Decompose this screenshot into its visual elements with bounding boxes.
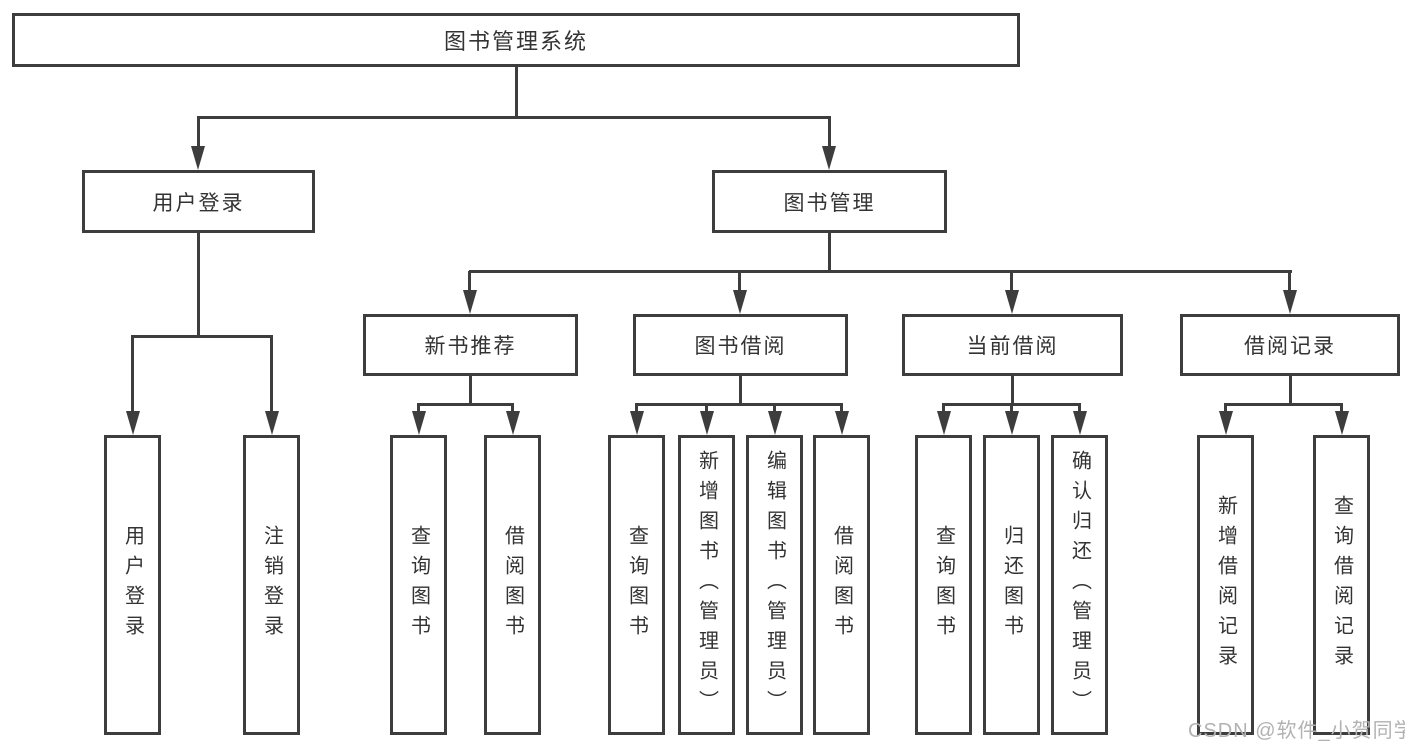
line-segment: [739, 376, 742, 404]
leaf-label: 新增借阅记录: [1214, 495, 1237, 675]
line-segment: [270, 336, 273, 412]
leaf-logout: 注销登录: [243, 435, 300, 735]
leaf-add-book-admin: 新增图书（管理员）: [678, 435, 735, 735]
node-current-borrow: 当前借阅: [902, 314, 1123, 376]
line-segment: [1010, 271, 1013, 291]
arrow-down-icon: [768, 411, 782, 435]
arrow-down-icon: [835, 411, 849, 435]
node-library-management-system: 图书管理系统: [12, 13, 1020, 67]
line-segment: [1010, 404, 1013, 412]
leaf-label: 编辑图书（管理员）: [763, 450, 786, 720]
leaf-label: 注销登录: [260, 525, 283, 645]
arrow-down-icon: [822, 146, 836, 170]
arrow-down-icon: [1219, 411, 1233, 435]
line-segment: [773, 404, 776, 412]
node-label: 图书管理系统: [443, 29, 588, 54]
line-segment: [635, 403, 843, 406]
line-segment: [1224, 403, 1343, 406]
line-segment: [417, 404, 420, 412]
leaf-label: 用户登录: [121, 525, 144, 645]
line-segment: [197, 116, 831, 119]
line-segment: [1078, 404, 1081, 412]
csdn-watermark: CSDN @软件_小贺同学: [1188, 720, 1405, 742]
node-label: 借阅记录: [1244, 335, 1336, 358]
line-segment: [197, 117, 200, 147]
leaf-return-books: 归还图书: [983, 435, 1040, 735]
line-segment: [1289, 376, 1292, 404]
node-label: 图书管理: [783, 191, 876, 215]
arrow-down-icon: [506, 411, 520, 435]
leaf-label: 查询图书: [625, 525, 648, 645]
leaf-label: 确认归还（管理员）: [1068, 450, 1091, 720]
leaf-add-borrow-record: 新增借阅记录: [1197, 435, 1254, 735]
arrow-down-icon: [1335, 411, 1349, 435]
leaf-label: 借阅图书: [830, 525, 853, 645]
node-new-book-recommend: 新书推荐: [363, 314, 578, 376]
leaf-label: 查询借阅记录: [1330, 495, 1353, 675]
leaf-label: 新增图书（管理员）: [695, 450, 718, 720]
leaf-edit-book-admin: 编辑图书（管理员）: [746, 435, 803, 735]
line-segment: [738, 271, 741, 291]
arrow-down-icon: [1283, 290, 1297, 314]
line-segment: [1340, 404, 1343, 412]
arrow-down-icon: [1005, 290, 1019, 314]
line-segment: [131, 335, 273, 338]
line-segment: [705, 404, 708, 412]
arrow-down-icon: [1005, 411, 1019, 435]
arrow-down-icon: [937, 411, 951, 435]
leaf-borrow-books-recommend: 借阅图书: [484, 435, 541, 735]
line-segment: [468, 271, 471, 291]
arrow-down-icon: [463, 290, 477, 314]
leaf-label: 借阅图书: [501, 525, 524, 645]
node-borrow-records: 借阅记录: [1180, 314, 1400, 376]
line-segment: [511, 404, 514, 412]
line-segment: [1224, 404, 1227, 412]
line-segment: [942, 404, 945, 412]
line-segment: [469, 376, 472, 404]
line-segment: [1011, 376, 1014, 404]
node-label: 图书借阅: [694, 335, 787, 358]
line-segment: [635, 404, 638, 412]
arrow-down-icon: [630, 411, 644, 435]
arrow-down-icon: [265, 411, 279, 435]
line-segment: [469, 270, 1292, 273]
arrow-down-icon: [1073, 411, 1087, 435]
leaf-label: 查询图书: [407, 525, 430, 645]
leaf-query-books-current: 查询图书: [915, 435, 972, 735]
arrow-down-icon: [412, 411, 426, 435]
leaf-label: 查询图书: [932, 525, 955, 645]
leaf-query-books-recommend: 查询图书: [390, 435, 447, 735]
arrow-down-icon: [126, 411, 140, 435]
node-label: 新书推荐: [424, 335, 517, 358]
line-segment: [197, 233, 200, 336]
leaf-confirm-return-admin: 确认归还（管理员）: [1051, 435, 1108, 735]
node-label: 当前借阅: [966, 335, 1059, 358]
leaf-label: 归还图书: [1000, 525, 1023, 645]
leaf-borrow-books: 借阅图书: [813, 435, 870, 735]
line-segment: [417, 403, 514, 406]
line-segment: [515, 67, 518, 117]
line-segment: [840, 404, 843, 412]
leaf-query-books-borrow: 查询图书: [608, 435, 665, 735]
node-user-login: 用户登录: [82, 170, 315, 233]
node-label: 用户登录: [152, 191, 245, 215]
node-book-management: 图书管理: [712, 170, 947, 233]
arrow-down-icon: [191, 146, 205, 170]
arrow-down-icon: [700, 411, 714, 435]
leaf-query-borrow-record: 查询借阅记录: [1313, 435, 1370, 735]
line-segment: [1288, 271, 1291, 291]
node-book-borrow: 图书借阅: [633, 314, 848, 376]
arrow-down-icon: [733, 290, 747, 314]
line-segment: [828, 233, 831, 271]
line-segment: [828, 117, 831, 147]
leaf-user-login: 用户登录: [104, 435, 161, 735]
line-segment: [131, 336, 134, 412]
